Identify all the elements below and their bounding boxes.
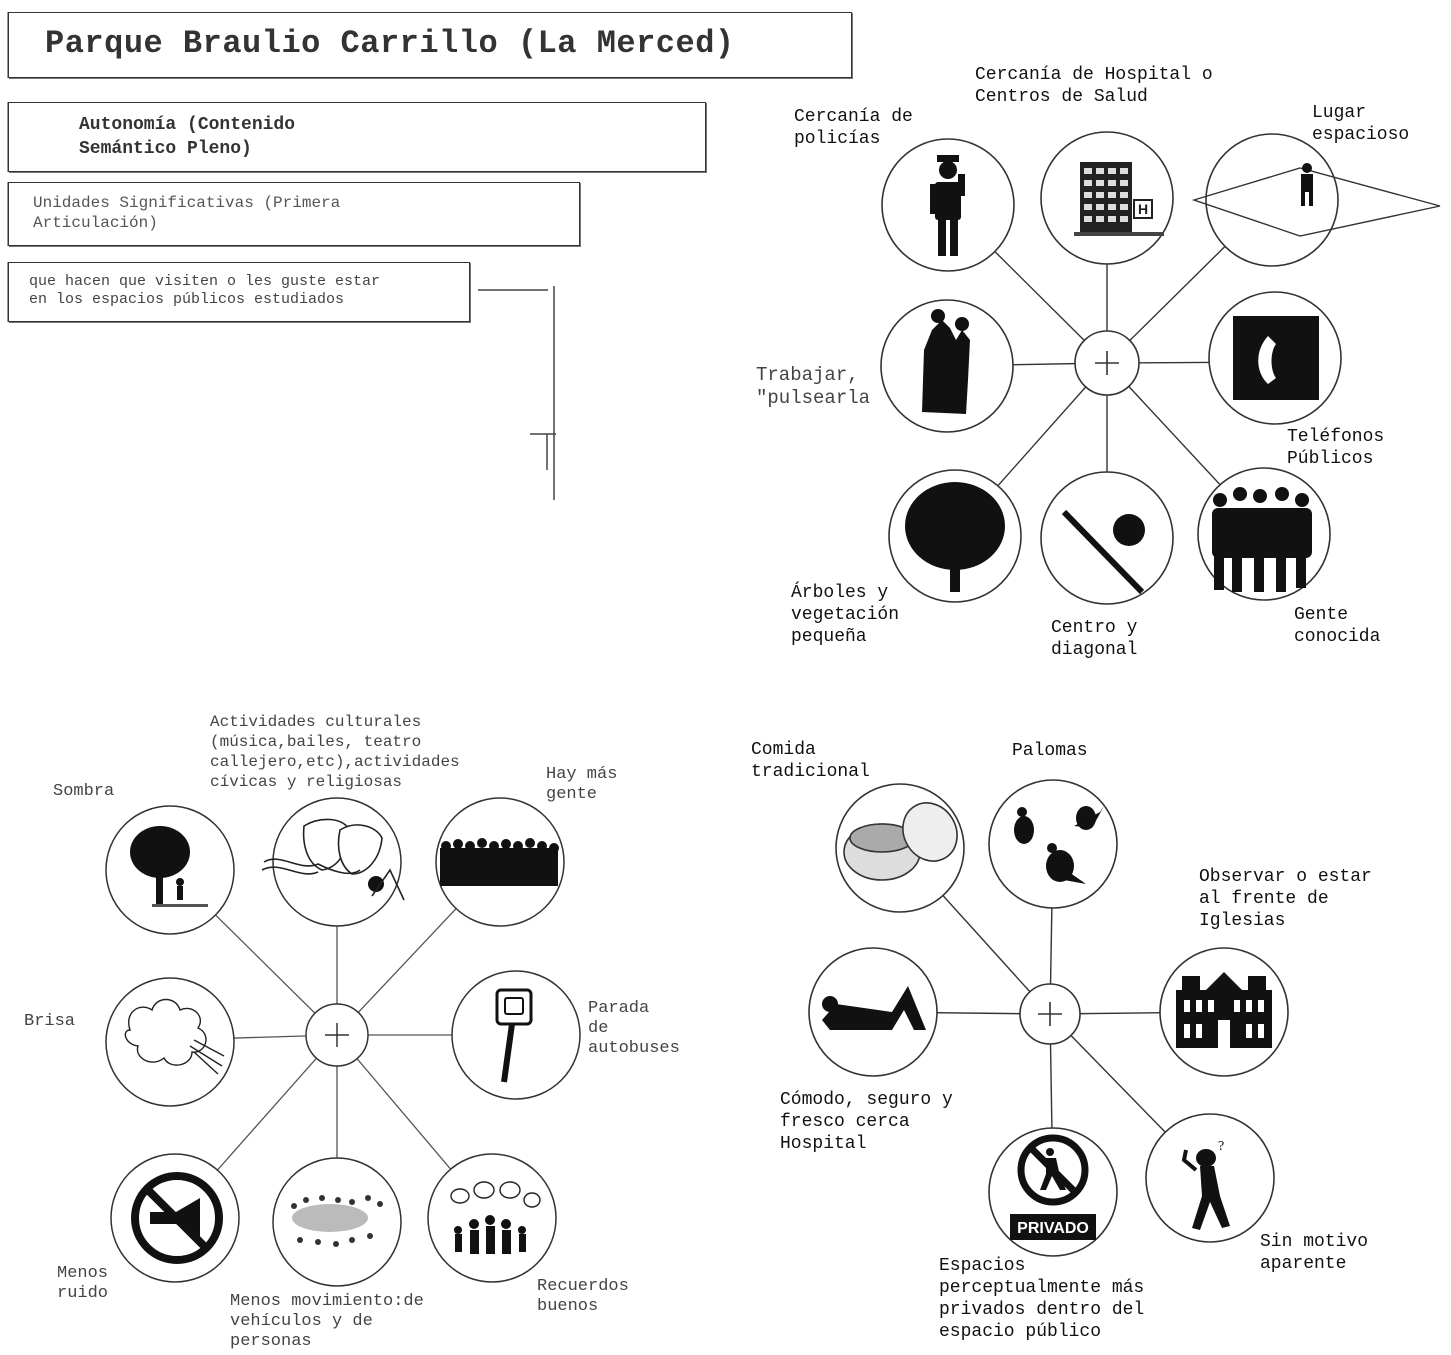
node-diagonal-circle (1040, 471, 1174, 605)
title-box: Parque Braulio Carrillo (La Merced) (8, 12, 852, 78)
autonomy-text: Autonomía (Contenido Semántico Pleno) (79, 115, 296, 159)
svg-text:?: ? (1218, 1139, 1224, 1154)
police-officer-icon (930, 155, 965, 256)
label-police: Cercanía de policías (794, 107, 913, 149)
group-people-icon (1212, 487, 1312, 592)
no-entry-private-icon: PRIVADO (1010, 1134, 1096, 1240)
label-pigeons: Palomas (1012, 741, 1088, 761)
label-good-memories: Recuerdos buenos (537, 1277, 629, 1316)
church-icon (1176, 972, 1272, 1048)
label-shade: Sombra (53, 782, 115, 801)
cooking-pot-icon (843, 802, 958, 881)
plus-icon (325, 1023, 349, 1047)
traffic-movement-icon (291, 1195, 383, 1247)
label-hospital: Cercanía de Hospital o Centros de Salud (975, 65, 1213, 107)
svg-text:H: H (1138, 201, 1148, 217)
workers-silhouette-icon (922, 309, 970, 414)
plus-icon (1038, 1002, 1062, 1026)
label-phones: Teléfonos Públicos (1287, 427, 1385, 469)
label-private-spaces: Espacios perceptualmente más privados de… (939, 1256, 1145, 1342)
bus-stop-icon (495, 988, 533, 1083)
no-horn-icon (131, 1172, 223, 1264)
label-bus-stop: Parada de autobuses (588, 999, 680, 1058)
confused-person-icon: ? (1181, 1139, 1230, 1230)
page-title: Parque Braulio Carrillo (La Merced) (45, 25, 735, 62)
units-box: Unidades Significativas (Primera Articul… (8, 182, 580, 246)
hospital-building-icon: H (1074, 162, 1164, 236)
label-church: Observar o estar al frente de Iglesias (1199, 867, 1372, 931)
reasons-box: que hacen que visiten o les guste estar … (8, 262, 470, 322)
label-more-people: Hay más gente (546, 765, 618, 804)
units-text: Unidades Significativas (Primera Articul… (33, 194, 341, 232)
crowd-icon (440, 838, 559, 886)
reclining-person-icon (822, 986, 926, 1030)
label-less-movement: Menos movimiento:de vehículos y de perso… (230, 1292, 424, 1351)
private-sign-text: PRIVADO (1017, 1220, 1089, 1237)
node-breeze-circle (105, 977, 235, 1107)
bracket-connector (478, 286, 556, 500)
pigeons-icon (1014, 806, 1104, 884)
shade-tree-icon (130, 826, 208, 907)
label-spacious: Lugar espacioso (1312, 103, 1410, 145)
label-work: Trabajar, "pulsearla (756, 364, 871, 409)
label-diagonal: Centro y diagonal (1051, 618, 1138, 660)
diagonal-center-icon (1061, 509, 1145, 595)
label-known-people: Gente conocida (1294, 605, 1381, 647)
wind-breeze-icon (124, 998, 225, 1075)
memories-family-icon (450, 1181, 541, 1254)
label-food: Comida tradicional (751, 740, 870, 782)
label-less-noise: Menos ruido (57, 1264, 109, 1303)
person-open-space-icon (1191, 163, 1441, 237)
node-space-circle (1205, 133, 1339, 267)
theater-masks-icon (261, 818, 405, 901)
autonomy-box: Autonomía (Contenido Semántico Pleno) (8, 102, 706, 172)
label-trees: Árboles y vegetación pequeña (791, 583, 900, 647)
reasons-text: que hacen que visiten o les guste estar … (29, 273, 381, 308)
label-culture: Actividades culturales (música,bailes, t… (210, 713, 460, 791)
label-breeze: Brisa (24, 1012, 76, 1031)
telephone-icon (1233, 316, 1319, 400)
tree-icon (905, 482, 1005, 592)
label-no-reason: Sin motivo aparente (1260, 1232, 1369, 1274)
label-comfortable: Cómodo, seguro y fresco cerca Hospital (780, 1090, 953, 1154)
plus-icon (1095, 351, 1119, 375)
node-bus-circle (451, 970, 581, 1100)
